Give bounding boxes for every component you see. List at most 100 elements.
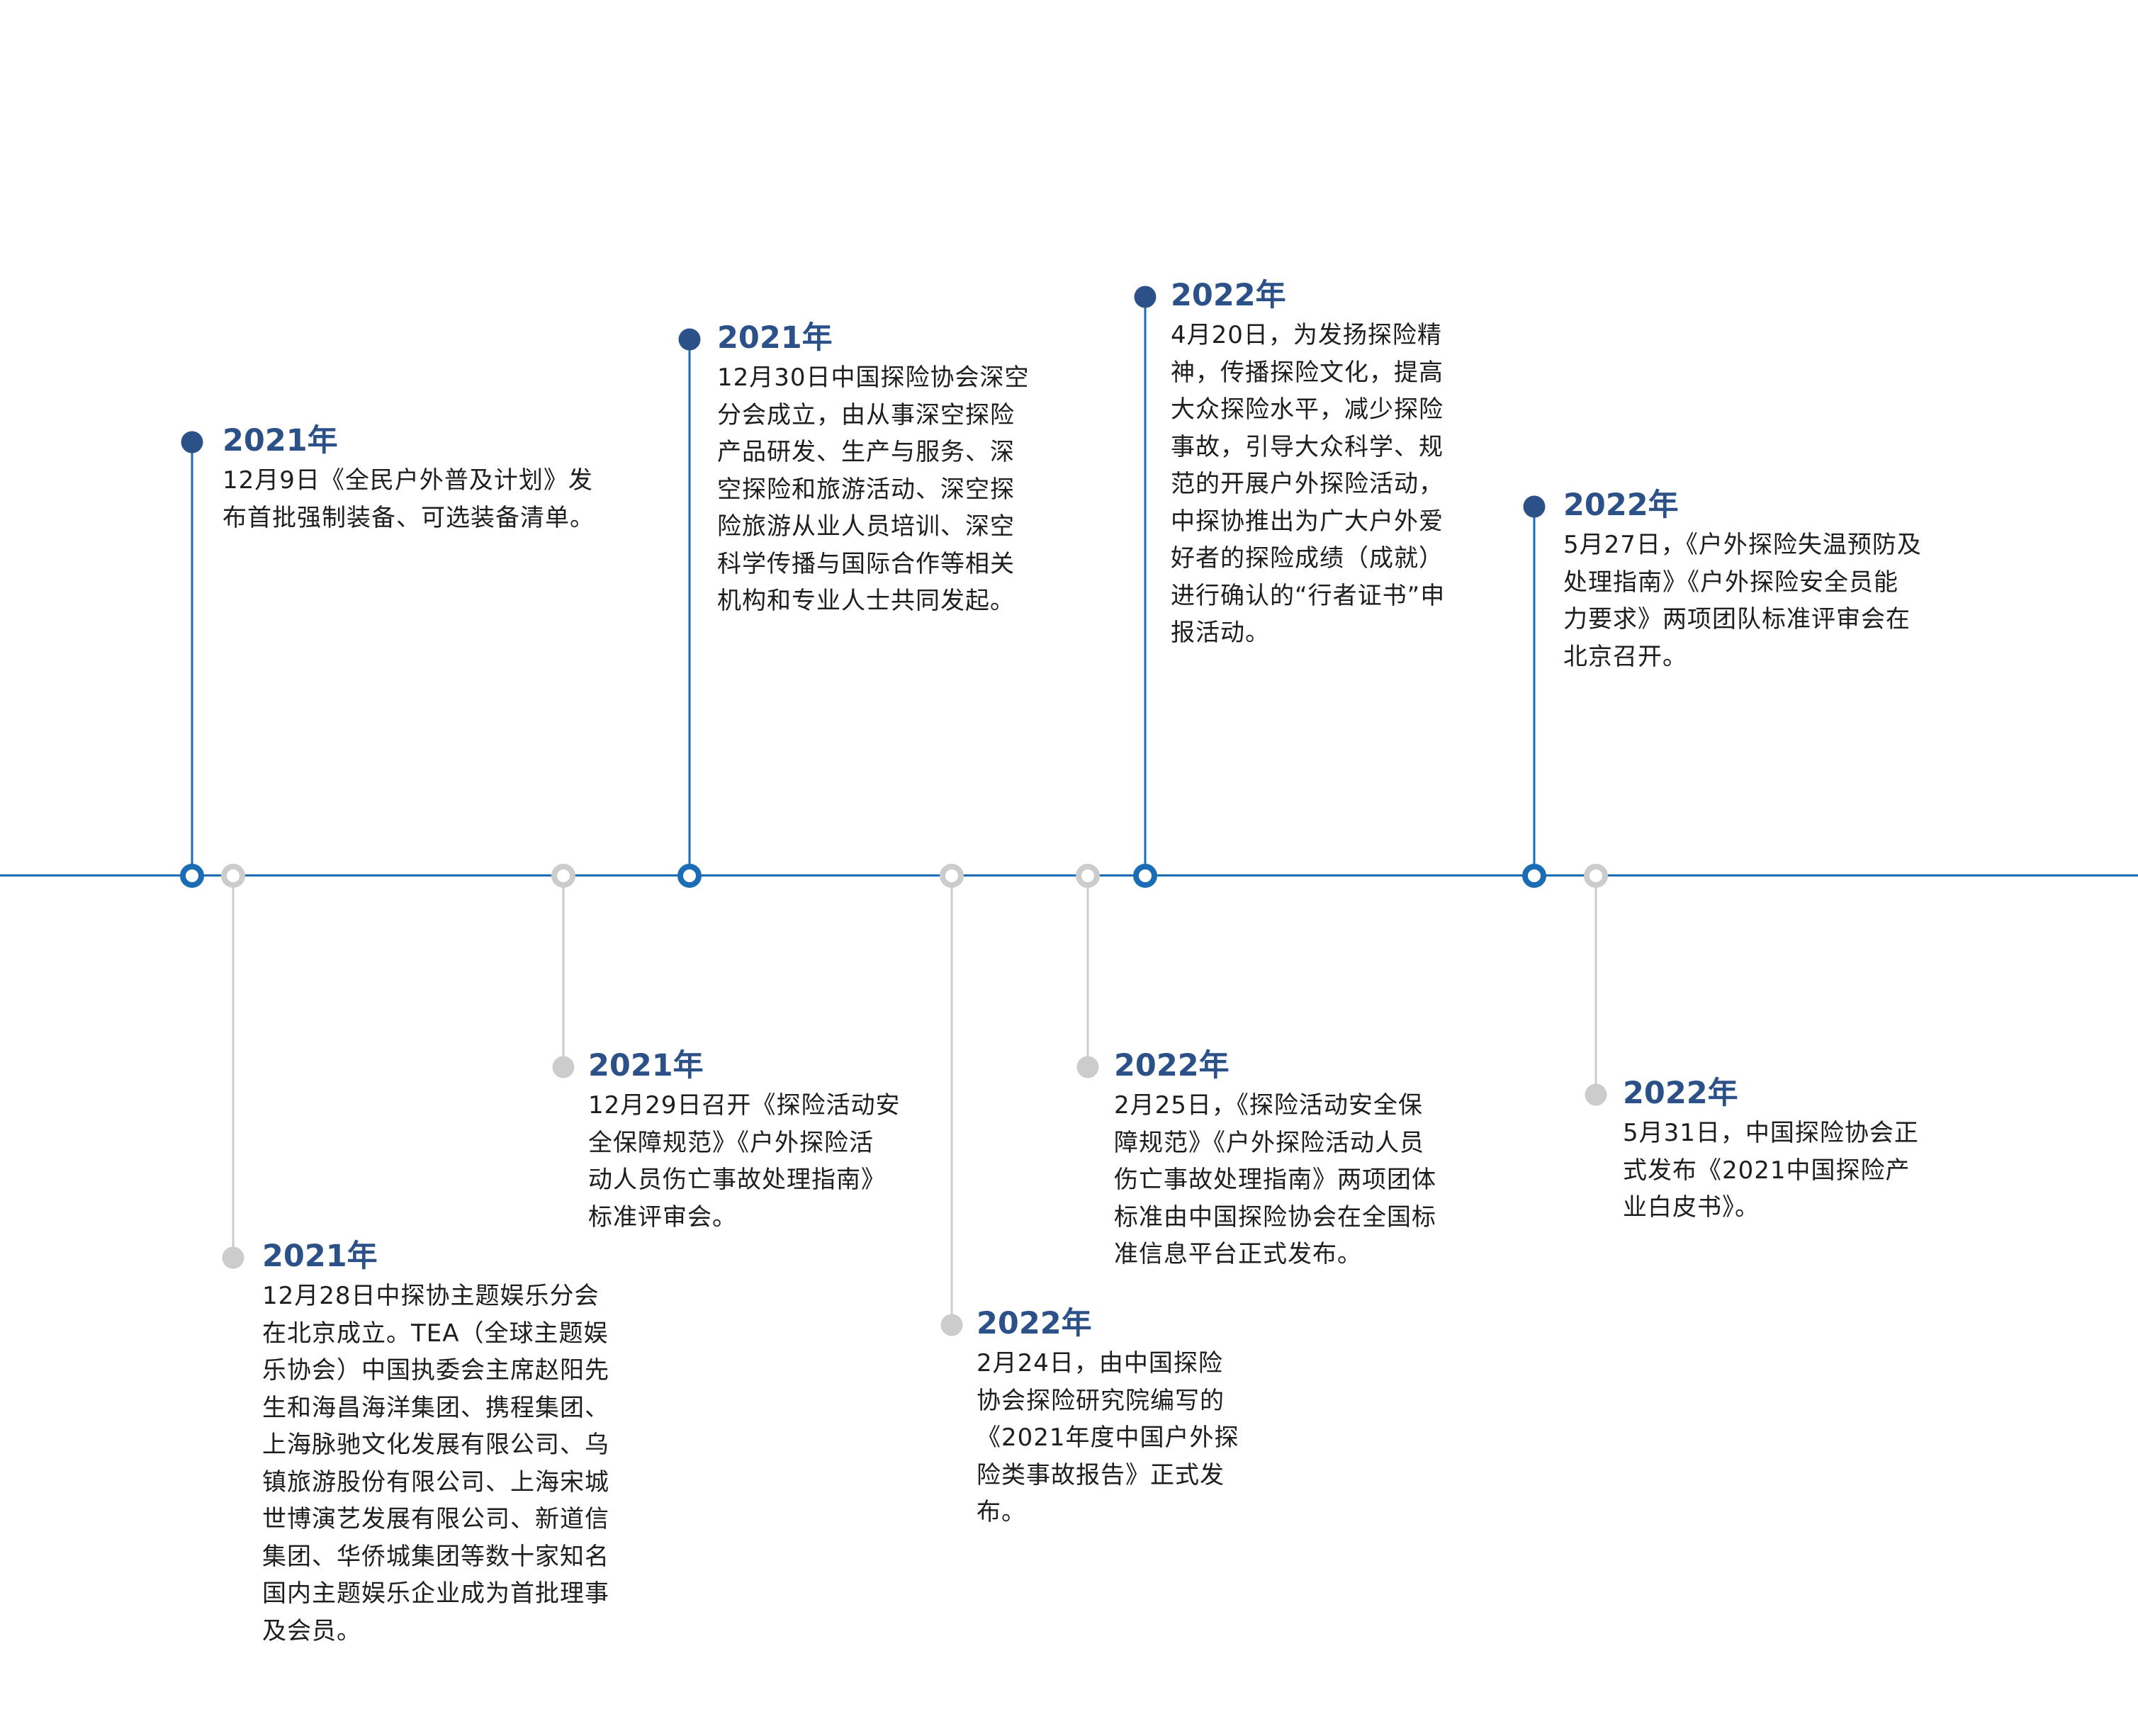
event-description-line: 及会员。 [262, 1616, 361, 1645]
event-description-line: 生和海昌海洋集团、携程集团、 [262, 1393, 609, 1422]
event-description-line: 布首批强制装备、可选装备清单。 [223, 503, 595, 532]
event-year: 2022年 [1114, 1048, 1230, 1083]
connector-line [950, 876, 953, 1325]
event-description-line: 范的开展户外探险活动， [1171, 470, 1444, 498]
event-description-line: 中探协推出为广大户外爱 [1171, 507, 1444, 536]
timeline-node[interactable] [180, 864, 204, 888]
event-description-line: 标准评审会。 [588, 1202, 737, 1231]
connector-line [1144, 297, 1147, 876]
event-description: 12月28日中探协主题娱乐分会在北京成立。TEA（全球主题娱乐协会）中国执委会主… [262, 1278, 609, 1650]
timeline-event: 2021年 12月9日《全民户外普及计划》发布首批强制装备、可选装备清单。 [223, 422, 595, 536]
event-description-line: 动人员伤亡事故处理指南》 [588, 1166, 886, 1194]
event-description-line: 处理指南》《户外探险安全员能 [1563, 568, 1898, 597]
event-description: 5月31日，中国探险协会正式发布《2021中国探险产业白皮书》。 [1623, 1115, 1919, 1227]
timeline-event: 2022年 4月20日，为发扬探险精神，传播探险文化，提高大众探险水平，减少探险事… [1171, 277, 1445, 652]
event-description-line: 准信息平台正式发布。 [1114, 1240, 1362, 1268]
timeline-node[interactable] [1133, 864, 1157, 888]
event-description-line: 国内主题娱乐企业成为首批理事 [262, 1579, 609, 1608]
event-description-line: 12月30日中国探险协会深空 [717, 363, 1030, 392]
event-marker-dot [940, 1314, 963, 1336]
event-description: 12月29日召开《探险活动安全保障规范》《户外探险活动人员伤亡事故处理指南》标准… [588, 1087, 901, 1236]
timeline-event: 2021年 12月29日召开《探险活动安全保障规范》《户外探险活动人员伤亡事故处理… [588, 1047, 901, 1236]
event-description-line: 障规范》《户外探险活动人员 [1114, 1128, 1424, 1157]
event-description-line: 4月20日，为发扬探险精 [1171, 321, 1442, 349]
event-description-line: 报活动。 [1171, 619, 1270, 647]
timeline-event: 2022年 2月24日，由中国探险协会探险研究院编写的《2021年度中国户外探险类… [977, 1305, 1239, 1531]
event-description-line: 协会探险研究院编写的 [977, 1386, 1225, 1415]
event-marker-dot [552, 1056, 575, 1078]
event-description-line: 乐协会）中国执委会主席赵阳先 [262, 1356, 609, 1385]
event-description-line: 5月31日，中国探险协会正 [1623, 1119, 1919, 1147]
event-description-line: 2月24日，由中国探险 [977, 1349, 1223, 1377]
event-description-line: 机构和专业人士共同发起。 [717, 587, 1015, 615]
event-marker-dot [1523, 495, 1546, 518]
timeline-node[interactable] [677, 864, 702, 888]
timeline-event: 2021年 12月28日中探协主题娱乐分会在北京成立。TEA（全球主题娱乐协会）中… [262, 1238, 609, 1650]
event-description-line: 空探险和旅游活动、深空探 [717, 475, 1015, 504]
event-year: 2022年 [1171, 278, 1286, 313]
event-description-line: 在北京成立。TEA（全球主题娱 [262, 1319, 609, 1348]
event-marker-dot [1585, 1083, 1607, 1106]
connector-line [688, 339, 691, 876]
event-description-line: 世博演艺发展有限公司、新道信 [262, 1505, 609, 1533]
event-description-line: 镇旅游股份有限公司、上海宋城 [262, 1467, 609, 1497]
event-description-line: 《2021年度中国户外探 [977, 1424, 1239, 1452]
event-year: 2021年 [588, 1048, 704, 1083]
connector-line [1533, 507, 1536, 876]
event-year: 2022年 [1563, 487, 1679, 523]
event-description: 12月9日《全民户外普及计划》发布首批强制装备、可选装备清单。 [223, 462, 595, 536]
event-description: 2月24日，由中国探险协会探险研究院编写的《2021年度中国户外探险类事故报告》… [977, 1345, 1239, 1531]
event-year: 2021年 [223, 423, 338, 458]
event-description-line: 大众探险水平，减少探险 [1171, 395, 1444, 424]
timeline-node[interactable] [551, 864, 575, 888]
event-description-line: 进行确认的“行者证书”申 [1171, 581, 1446, 610]
event-year: 2021年 [717, 320, 833, 356]
event-description: 12月30日中国探险协会深空分会成立，由从事深空探险产品研发、生产与服务、深空探… [717, 359, 1030, 620]
event-description-line: 力要求》两项团队标准评审会在 [1563, 605, 1911, 633]
event-description-line: 科学传播与国际合作等相关 [717, 549, 1015, 578]
event-marker-dot [181, 431, 203, 453]
event-description-line: 5月27日，《户外探险失温预防及 [1563, 531, 1922, 559]
timeline-node[interactable] [940, 864, 964, 888]
event-description-line: 分会成立，由从事深空探险 [717, 400, 1015, 429]
timeline-event: 2022年 5月31日，中国探险协会正式发布《2021中国探险产业白皮书》。 [1623, 1075, 1919, 1227]
event-description-line: 2月25日，《探险活动安全保 [1114, 1091, 1423, 1120]
event-marker-dot [1076, 1056, 1099, 1078]
event-description-line: 险旅游从业人员培训、深空 [717, 512, 1015, 541]
timeline-axis [0, 874, 2138, 877]
event-description-line: 产品研发、生产与服务、深 [717, 438, 1015, 466]
timeline-node[interactable] [1522, 864, 1546, 888]
timeline-node[interactable] [221, 864, 245, 888]
event-year: 2022年 [977, 1306, 1092, 1341]
event-description-line: 神，传播探险文化，提高 [1171, 358, 1444, 387]
event-description-line: 布。 [977, 1498, 1026, 1526]
connector-line [562, 876, 565, 1067]
event-marker-dot [678, 328, 701, 351]
event-marker-dot [222, 1246, 244, 1269]
connector-line [191, 442, 193, 876]
event-description-line: 12月9日《全民户外普及计划》发 [223, 466, 593, 495]
event-description-line: 上海脉驰文化发展有限公司、乌 [262, 1431, 609, 1459]
timeline-node[interactable] [1076, 864, 1100, 888]
event-description-line: 伤亡事故处理指南》两项团体 [1114, 1166, 1436, 1194]
event-description-line: 式发布《2021中国探险产 [1623, 1156, 1911, 1185]
event-description: 5月27日，《户外探险失温预防及处理指南》《户外探险安全员能力要求》两项团队标准… [1563, 526, 1922, 675]
event-year: 2021年 [262, 1239, 378, 1274]
event-description: 4月20日，为发扬探险精神，传播探险文化，提高大众探险水平，减少探险事故，引导大… [1171, 317, 1445, 652]
event-description-line: 好者的探险成绩（成就） [1171, 544, 1444, 573]
event-description-line: 北京召开。 [1563, 642, 1687, 671]
connector-line [1086, 876, 1089, 1067]
event-description-line: 标准由中国探险协会在全国标 [1114, 1202, 1436, 1231]
timeline-node[interactable] [1584, 864, 1608, 888]
timeline-event: 2022年 2月25日，《探险活动安全保障规范》《户外探险活动人员伤亡事故处理指南… [1114, 1047, 1436, 1273]
connector-line [1594, 876, 1597, 1095]
event-marker-dot [1134, 286, 1157, 308]
event-year: 2022年 [1623, 1076, 1738, 1111]
event-description-line: 事故，引导大众科学、规 [1171, 432, 1444, 461]
event-description-line: 12月28日中探协主题娱乐分会 [262, 1282, 600, 1310]
event-description-line: 业白皮书》。 [1623, 1193, 1760, 1222]
event-description-line: 12月29日召开《探险活动安 [588, 1091, 901, 1120]
